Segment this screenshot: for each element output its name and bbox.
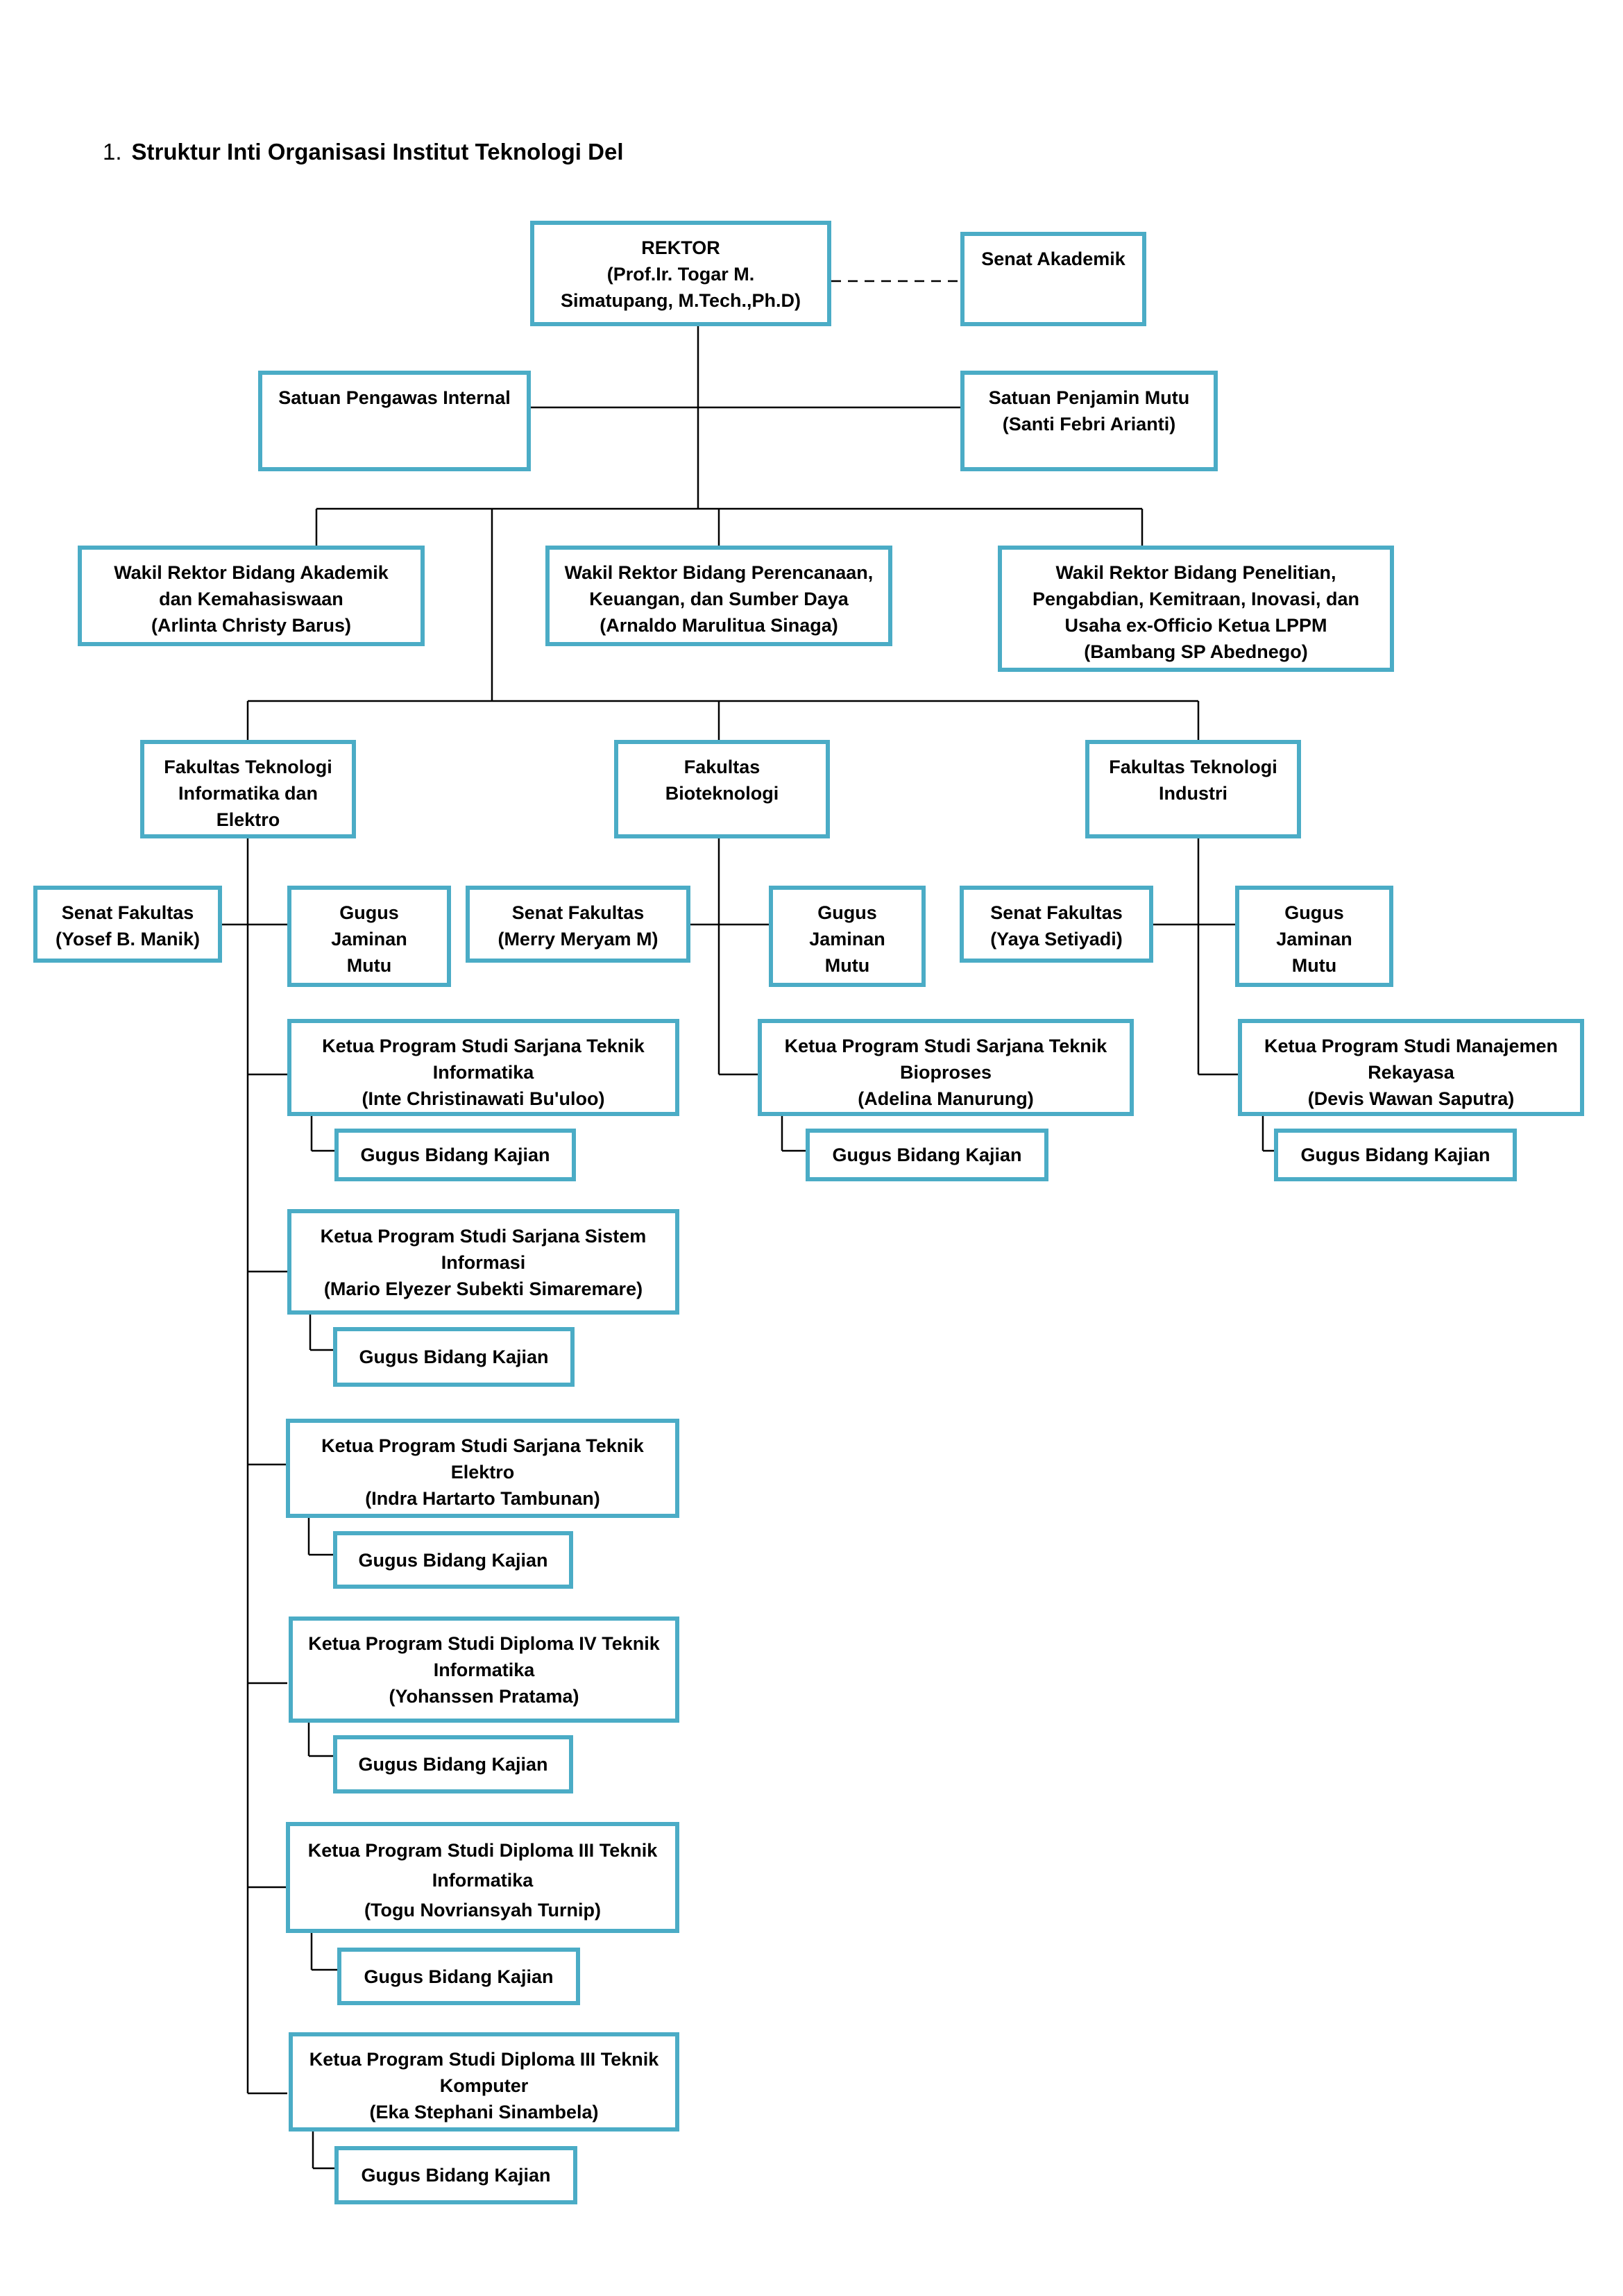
gbk-d3-teknik-informatika-box: Gugus Bidang Kajian xyxy=(337,1948,580,2005)
gbk-teknik-bioproses-box: Gugus Bidang Kajian xyxy=(806,1129,1048,1181)
gbk-label: Gugus Bidang Kajian xyxy=(360,1145,550,1165)
gjm-fite-box: Gugus Jaminan Mutu xyxy=(287,886,451,987)
senat-fakultas-fite-label: Senat Fakultas (Yosef B. Manik) xyxy=(55,902,201,949)
spi-box: Satuan Pengawas Internal xyxy=(258,371,531,471)
gjm-fti-box: Gugus Jaminan Mutu xyxy=(1235,886,1393,987)
gbk-d3-teknik-komputer-box: Gugus Bidang Kajian xyxy=(334,2146,577,2204)
kaprodi-d3-teknik-komputer-label: Ketua Program Studi Diploma III Teknik K… xyxy=(309,2049,659,2122)
gjm-fb-box: Gugus Jaminan Mutu xyxy=(769,886,926,987)
gjm-fb-label: Gugus Jaminan Mutu xyxy=(809,902,885,976)
wr-akademik-box: Wakil Rektor Bidang Akademik dan Kemahas… xyxy=(78,546,425,646)
gbk-manajemen-rekayasa-box: Gugus Bidang Kajian xyxy=(1274,1129,1517,1181)
senat-fakultas-fb-box: Senat Fakultas (Merry Meryam M) xyxy=(466,886,690,963)
senat-akademik-box: Senat Akademik xyxy=(960,232,1146,326)
kaprodi-d4-teknik-informatika-box: Ketua Program Studi Diploma IV Teknik In… xyxy=(289,1617,679,1723)
kaprodi-manajemen-rekayasa-label: Ketua Program Studi Manajemen Rekayasa (… xyxy=(1264,1036,1558,1109)
wr-perencanaan-box: Wakil Rektor Bidang Perencanaan, Keuanga… xyxy=(545,546,892,646)
gbk-label: Gugus Bidang Kajian xyxy=(832,1145,1022,1165)
faculty-fti-label: Fakultas Teknologi Industri xyxy=(1109,757,1277,804)
faculty-fti-box: Fakultas Teknologi Industri xyxy=(1085,740,1301,838)
gjm-fite-label: Gugus Jaminan Mutu xyxy=(331,902,407,976)
kaprodi-teknik-bioproses-box: Ketua Program Studi Sarjana Teknik Biopr… xyxy=(758,1019,1134,1116)
gbk-sistem-informasi-box: Gugus Bidang Kajian xyxy=(333,1327,575,1387)
kaprodi-teknik-elektro-box: Ketua Program Studi Sarjana Teknik Elekt… xyxy=(286,1419,679,1518)
gbk-label: Gugus Bidang Kajian xyxy=(364,1966,554,1987)
kaprodi-teknik-bioproses-label: Ketua Program Studi Sarjana Teknik Biopr… xyxy=(784,1036,1107,1109)
gbk-teknik-informatika-box: Gugus Bidang Kajian xyxy=(334,1129,576,1181)
senat-fakultas-fti-label: Senat Fakultas (Yaya Setiyadi) xyxy=(990,902,1123,949)
page-title: 1. Struktur Inti Organisasi Institut Tekn… xyxy=(103,139,623,165)
kaprodi-teknik-informatika-label: Ketua Program Studi Sarjana Teknik Infor… xyxy=(322,1036,645,1109)
heading-text: Struktur Inti Organisasi Institut Teknol… xyxy=(131,139,624,164)
gbk-label: Gugus Bidang Kajian xyxy=(358,1754,548,1775)
gbk-label: Gugus Bidang Kajian xyxy=(358,1549,548,1571)
heading-number: 1. xyxy=(103,139,122,164)
kaprodi-d3-teknik-informatika-box: Ketua Program Studi Diploma III Teknik I… xyxy=(286,1822,679,1933)
kaprodi-d3-teknik-komputer-box: Ketua Program Studi Diploma III Teknik K… xyxy=(289,2032,679,2132)
faculty-fite-box: Fakultas Teknologi Informatika dan Elekt… xyxy=(140,740,356,838)
gjm-fti-label: Gugus Jaminan Mutu xyxy=(1276,902,1352,976)
wr-penelitian-label: Wakil Rektor Bidang Penelitian, Pengabdi… xyxy=(1032,562,1360,662)
kaprodi-manajemen-rekayasa-box: Ketua Program Studi Manajemen Rekayasa (… xyxy=(1238,1019,1584,1116)
gbk-label: Gugus Bidang Kajian xyxy=(361,2165,551,2186)
spm-label: Satuan Penjamin Mutu (Santi Febri Ariant… xyxy=(988,387,1190,434)
gbk-teknik-elektro-box: Gugus Bidang Kajian xyxy=(333,1531,573,1589)
kaprodi-sistem-informasi-label: Ketua Program Studi Sarjana Sistem Infor… xyxy=(320,1226,647,1299)
senat-fakultas-fti-box: Senat Fakultas (Yaya Setiyadi) xyxy=(960,886,1153,963)
wr-penelitian-box: Wakil Rektor Bidang Penelitian, Pengabdi… xyxy=(998,546,1394,672)
rektor-label: REKTOR (Prof.Ir. Togar M. Simatupang, M.… xyxy=(560,237,801,311)
kaprodi-d3-teknik-informatika-label: Ketua Program Studi Diploma III Teknik I… xyxy=(307,1840,658,1921)
faculty-fite-label: Fakultas Teknologi Informatika dan Elekt… xyxy=(164,757,332,830)
gbk-d4-teknik-informatika-box: Gugus Bidang Kajian xyxy=(333,1735,573,1793)
faculty-fb-label: Fakultas Bioteknologi xyxy=(665,757,779,804)
gbk-label: Gugus Bidang Kajian xyxy=(359,1347,549,1367)
gbk-label: Gugus Bidang Kajian xyxy=(1300,1145,1490,1165)
rektor-box: REKTOR (Prof.Ir. Togar M. Simatupang, M.… xyxy=(530,221,831,326)
kaprodi-teknik-elektro-label: Ketua Program Studi Sarjana Teknik Elekt… xyxy=(321,1435,644,1509)
wr-perencanaan-label: Wakil Rektor Bidang Perencanaan, Keuanga… xyxy=(564,562,874,636)
senat-akademik-label: Senat Akademik xyxy=(981,248,1125,269)
kaprodi-d4-teknik-informatika-label: Ketua Program Studi Diploma IV Teknik In… xyxy=(308,1633,660,1707)
kaprodi-teknik-informatika-box: Ketua Program Studi Sarjana Teknik Infor… xyxy=(287,1019,679,1116)
kaprodi-sistem-informasi-box: Ketua Program Studi Sarjana Sistem Infor… xyxy=(287,1209,679,1315)
senat-fakultas-fite-box: Senat Fakultas (Yosef B. Manik) xyxy=(33,886,222,963)
wr-akademik-label: Wakil Rektor Bidang Akademik dan Kemahas… xyxy=(114,562,389,636)
faculty-fb-box: Fakultas Bioteknologi xyxy=(614,740,830,838)
spm-box: Satuan Penjamin Mutu (Santi Febri Ariant… xyxy=(960,371,1218,471)
spi-label: Satuan Pengawas Internal xyxy=(278,387,511,408)
senat-fakultas-fb-label: Senat Fakultas (Merry Meryam M) xyxy=(498,902,658,949)
